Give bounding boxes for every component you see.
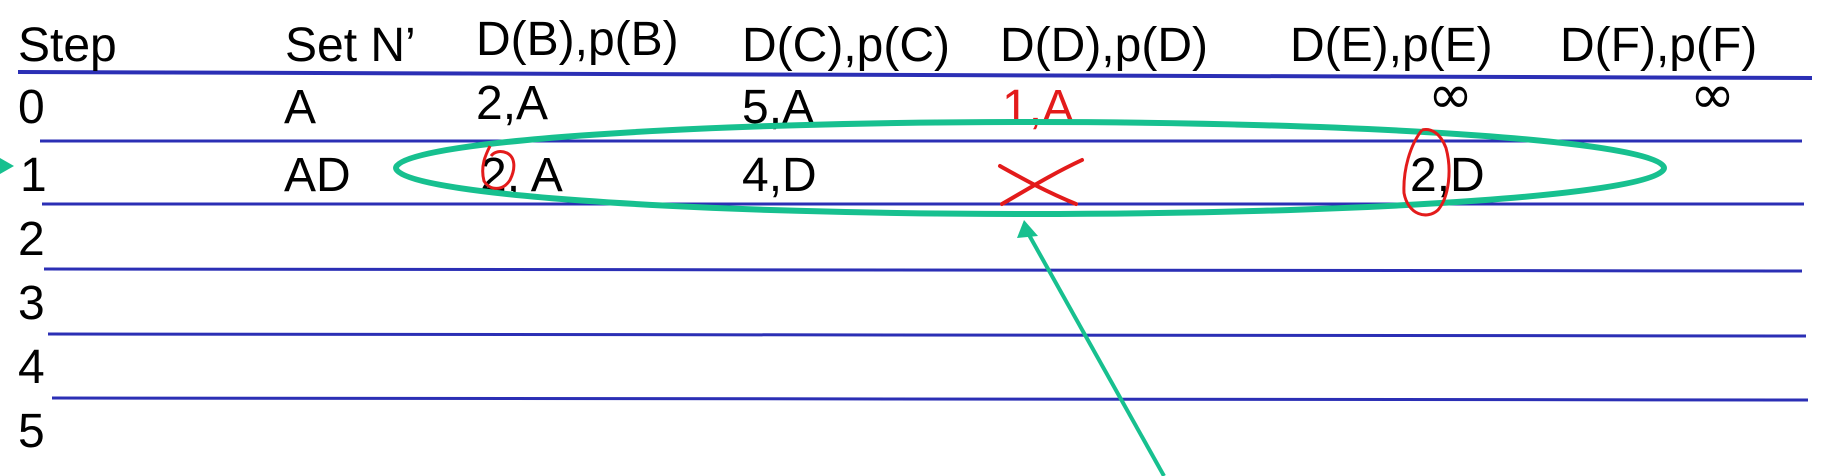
row0-b: 2,A bbox=[476, 77, 549, 130]
step-0: 0 bbox=[18, 81, 45, 134]
pointer-arrowhead-icon bbox=[1017, 220, 1038, 238]
row0-e: ∞ bbox=[1428, 63, 1473, 126]
pointer-arrow-icon bbox=[0, 158, 14, 174]
header-f: D(F),p(F) bbox=[1560, 19, 1758, 72]
row1-set: AD bbox=[284, 149, 351, 202]
step-4: 4 bbox=[18, 341, 45, 394]
step-5: 5 bbox=[18, 405, 45, 458]
row1-c: 4,D bbox=[742, 149, 817, 202]
header-b: D(B),p(B) bbox=[476, 13, 679, 66]
header-e: D(E),p(E) bbox=[1290, 19, 1493, 72]
step-2: 2 bbox=[18, 213, 45, 266]
row1-b: 2, A bbox=[480, 149, 563, 202]
row0-f: ∞ bbox=[1690, 63, 1735, 126]
cross-mark-icon bbox=[998, 158, 1084, 206]
step-3: 3 bbox=[18, 277, 45, 330]
header-rule bbox=[17, 70, 1813, 80]
row0-c: 5,A bbox=[742, 81, 815, 134]
pointer-line bbox=[1022, 225, 1166, 476]
row0-set: A bbox=[284, 81, 317, 134]
header-d: D(D),p(D) bbox=[1000, 19, 1208, 72]
step-1: 1 bbox=[20, 149, 47, 202]
row-rule-4 bbox=[51, 396, 1809, 402]
row0-d: 1,A bbox=[1002, 81, 1075, 134]
header-step: Step bbox=[18, 19, 117, 72]
row-rule-3 bbox=[47, 332, 1807, 338]
row1-e: 2,D bbox=[1410, 149, 1485, 202]
header-c: D(C),p(C) bbox=[742, 19, 950, 72]
row-rule-2 bbox=[43, 267, 1803, 273]
header-set-n: Set N’ bbox=[285, 19, 416, 72]
